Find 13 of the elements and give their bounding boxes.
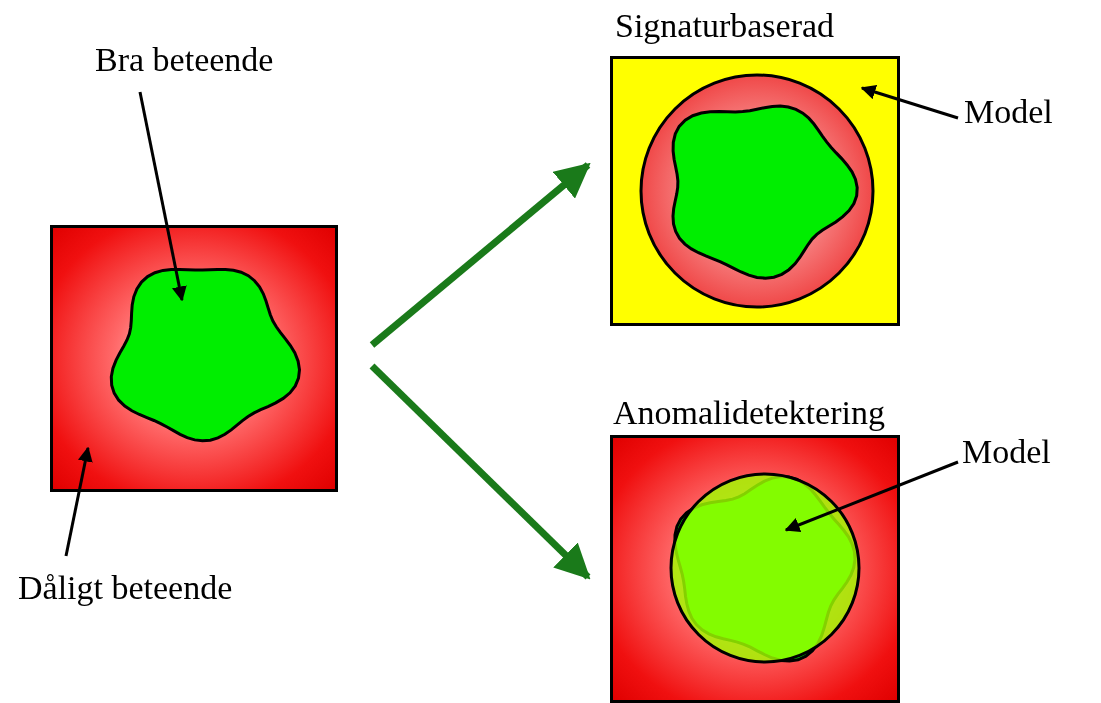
- leader-line: [138, 91, 187, 302]
- annotation-text: Model: [962, 432, 1082, 476]
- leader-line: [860, 84, 959, 120]
- panel-background: [50, 225, 338, 492]
- annotation-text: Model: [964, 92, 1084, 136]
- panel-heading: Signaturbaserad: [615, 6, 835, 46]
- arrow: [369, 162, 591, 348]
- panel-heading: Anomalidetektering: [613, 393, 885, 433]
- annotation-text: Dåligt beteende: [18, 568, 298, 612]
- arrow: [369, 363, 591, 580]
- leader-line: [784, 460, 959, 532]
- leader-line: [64, 446, 93, 557]
- annotation-text: Bra beteende: [95, 40, 305, 84]
